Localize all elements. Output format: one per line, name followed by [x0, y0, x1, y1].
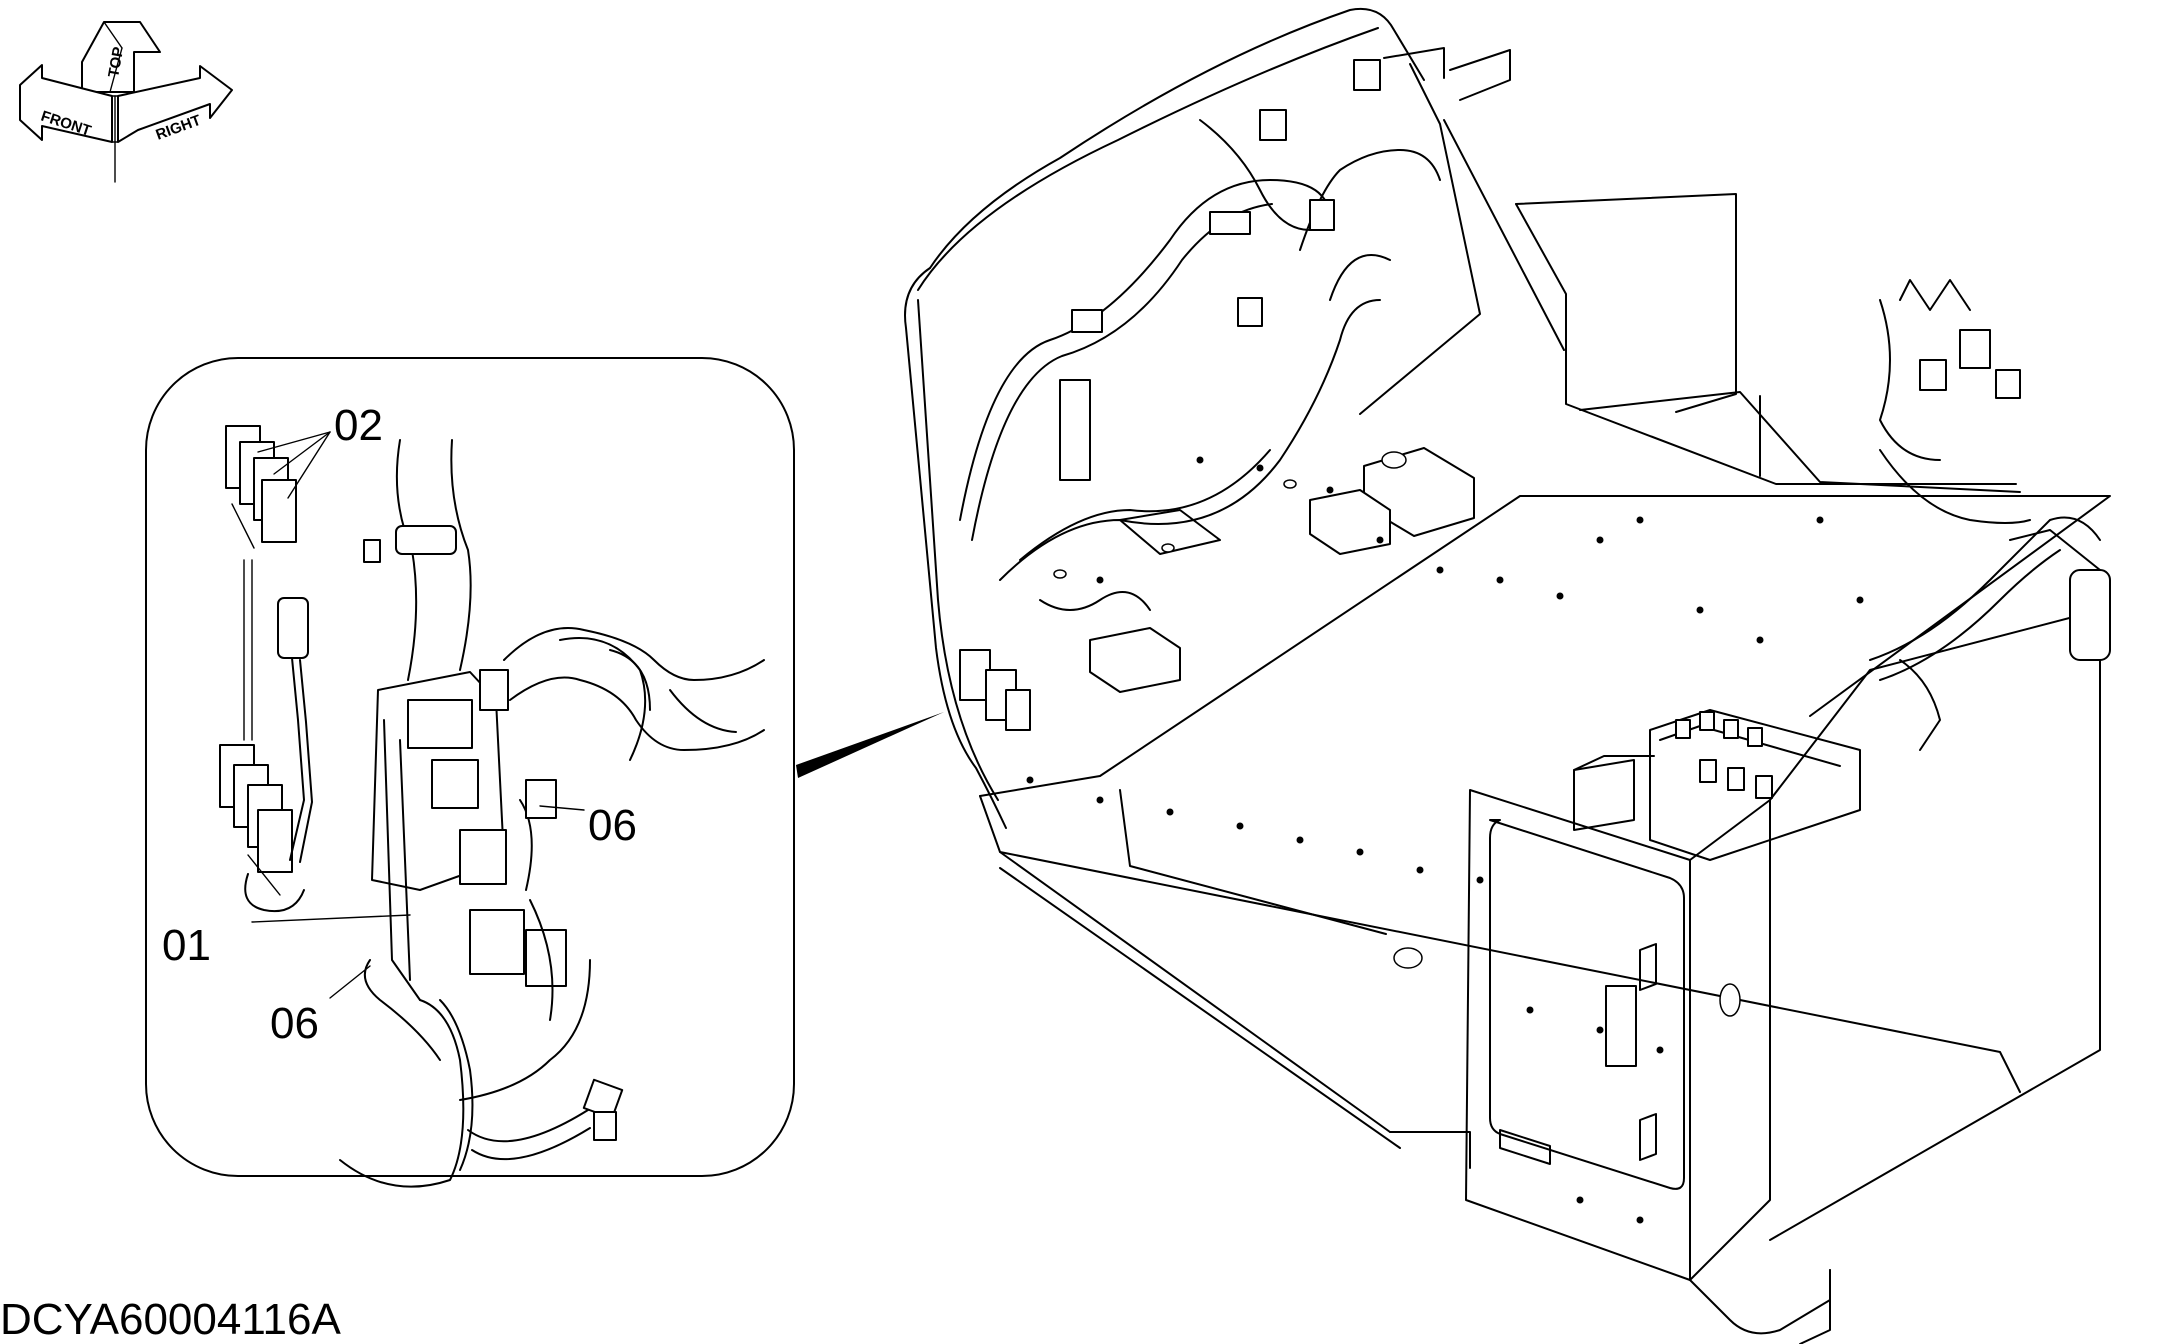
detail-pointer [796, 712, 944, 778]
drawing-code: DCYA60004116A [0, 1295, 341, 1344]
callout-02: 02 [334, 401, 383, 450]
top-axis-label: TOP [105, 46, 127, 79]
relay-02-group [225, 425, 297, 549]
callout-06-upper: 06 [588, 801, 637, 850]
bolt-icon [582, 1078, 624, 1141]
callout-01: 01 [162, 921, 211, 970]
relay-01-group [219, 744, 305, 912]
floor-rivets [1026, 456, 1864, 1224]
machine-frame [904, 8, 2111, 1344]
callout-06-lower: 06 [270, 999, 319, 1048]
detail-inset: 02 01 06 06 [145, 357, 795, 1188]
orientation-indicator-icon: TOP FRONT RIGHT [19, 21, 233, 183]
relay-bracket-assembly [339, 669, 591, 1188]
